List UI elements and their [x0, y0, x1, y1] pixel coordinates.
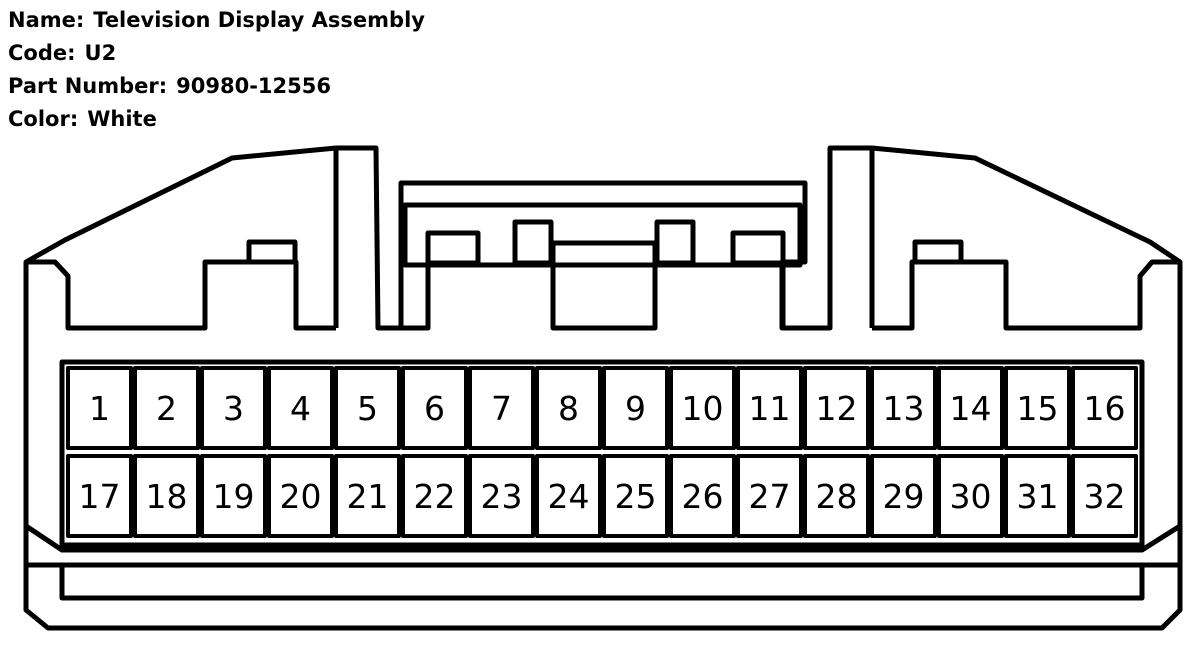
pin-cavity-10	[669, 366, 736, 450]
pin-cavity-25	[602, 454, 669, 538]
latch-block-left	[512, 219, 554, 266]
right-shoulder-detail	[872, 259, 1180, 331]
connector-info: Name: Television Display Assembly Code: U2…	[8, 4, 425, 136]
pin-label-19: 19	[213, 477, 255, 516]
color-value: White	[87, 107, 157, 131]
pin-label-9: 9	[625, 389, 646, 428]
part-number-line: Part Number: 90980-12556	[8, 70, 425, 103]
pin-label-6: 6	[424, 389, 445, 428]
pin-label-12: 12	[816, 389, 858, 428]
pin-label-3: 3	[223, 389, 244, 428]
pin-label-21: 21	[347, 477, 389, 516]
color-line: Color: White	[8, 103, 425, 136]
pin-label-26: 26	[682, 477, 724, 516]
pin-label-23: 23	[481, 477, 523, 516]
pin-label-30: 30	[950, 477, 992, 516]
pin-label-22: 22	[414, 477, 456, 516]
left-shoulder-detail	[26, 259, 336, 331]
pin-label-32: 32	[1084, 477, 1126, 516]
pin-cavity-4	[267, 366, 334, 450]
pin-label-5: 5	[357, 389, 378, 428]
pin-cavity-26	[669, 454, 736, 538]
pin-cavity-32	[1071, 454, 1138, 538]
pin-label-11: 11	[749, 389, 791, 428]
pin-label-16: 16	[1084, 389, 1126, 428]
pin-cavity-15	[1004, 366, 1071, 450]
pin-label-15: 15	[1017, 389, 1059, 428]
pin-cavity-29	[870, 454, 937, 538]
pin-label-29: 29	[883, 477, 925, 516]
pin-cavity-20	[267, 454, 334, 538]
pin-label-13: 13	[883, 389, 925, 428]
pin-cavity-2	[133, 366, 200, 450]
name-line: Name: Television Display Assembly	[8, 4, 425, 37]
pin-cavity-23	[468, 454, 535, 538]
pin-label-31: 31	[1017, 477, 1059, 516]
pin-cavity-5	[334, 366, 401, 450]
pin-cavity-30	[937, 454, 1004, 538]
code-value: U2	[84, 41, 117, 65]
pin-cavity-31	[1004, 454, 1071, 538]
pin-label-18: 18	[146, 477, 188, 516]
pin-cavity-1	[66, 366, 133, 450]
color-label: Color:	[8, 107, 79, 131]
name-label: Name:	[8, 8, 85, 32]
pin-label-8: 8	[558, 389, 579, 428]
pin-label-14: 14	[950, 389, 992, 428]
pin-label-2: 2	[156, 389, 177, 428]
pin-cavity-22	[401, 454, 468, 538]
center-latch-top	[402, 202, 803, 268]
pin-label-28: 28	[816, 477, 858, 516]
pin-cavity-3	[200, 366, 267, 450]
pin-cavity-9	[602, 366, 669, 450]
part-number-value: 90980-12556	[176, 74, 331, 98]
bottom-lip	[24, 523, 1182, 553]
pin-cavity-13	[870, 366, 937, 450]
name-value: Television Display Assembly	[93, 8, 425, 32]
pin-cavity-6	[401, 366, 468, 450]
left-lock-tab	[246, 239, 298, 265]
pin-cavity-27	[736, 454, 803, 538]
code-line: Code: U2	[8, 37, 425, 70]
latch-tab-left	[425, 230, 481, 266]
pin-cavity-7	[468, 366, 535, 450]
pin-label-20: 20	[280, 477, 322, 516]
pin-cavity-28	[803, 454, 870, 538]
pin-cavity-24	[535, 454, 602, 538]
pin-cavity-12	[803, 366, 870, 450]
pin-label-17: 17	[79, 477, 121, 516]
pin-cavity-18	[133, 454, 200, 538]
part-number-label: Part Number:	[8, 74, 168, 98]
pin-cavity-19	[200, 454, 267, 538]
latch-tab-right	[730, 230, 786, 266]
pin-label-10: 10	[682, 389, 724, 428]
pin-cavity-21	[334, 454, 401, 538]
pin-label-4: 4	[290, 389, 311, 428]
latch-lower-lever	[401, 243, 786, 331]
pin-label-24: 24	[548, 477, 590, 516]
pin-label-1: 1	[89, 389, 110, 428]
code-label: Code:	[8, 41, 76, 65]
pin-cavity-11	[736, 366, 803, 450]
pin-cavity-17	[66, 454, 133, 538]
pin-cavity-8	[535, 366, 602, 450]
pin-cavity-14	[937, 366, 1004, 450]
pin-label-7: 7	[491, 389, 512, 428]
bottom-rail	[59, 562, 1145, 601]
pin-label-25: 25	[615, 477, 657, 516]
pin-cavity-16	[1071, 366, 1138, 450]
latch-block-right	[654, 219, 696, 266]
pin-label-27: 27	[749, 477, 791, 516]
right-lock-tab	[912, 239, 964, 265]
pin-block-frame	[59, 359, 1145, 548]
